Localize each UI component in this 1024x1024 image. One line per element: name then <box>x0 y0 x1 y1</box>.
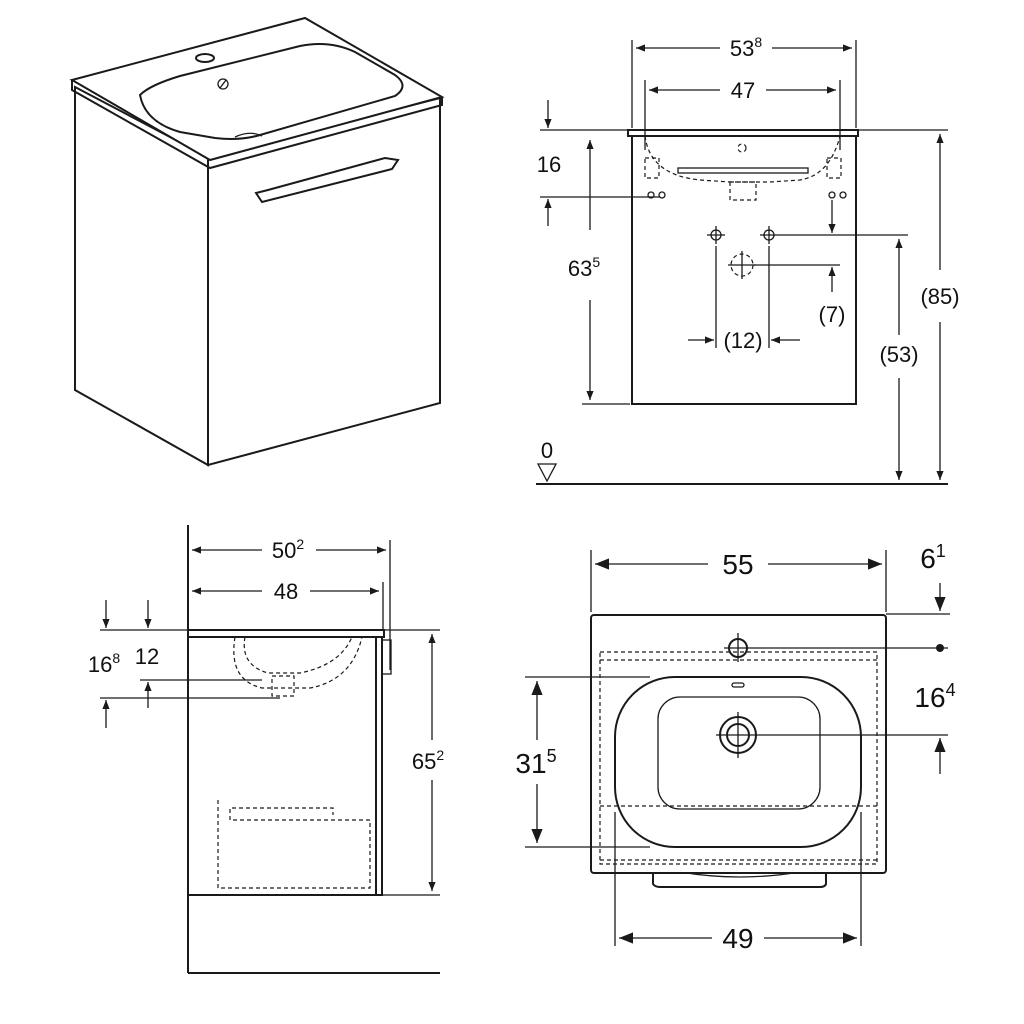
side-drawer-hidden <box>217 800 371 889</box>
top-handle <box>652 871 827 888</box>
side-bowl-hidden <box>233 636 363 689</box>
cabinet-front-face <box>207 96 441 467</box>
side-basin-top <box>187 629 385 638</box>
front-total-height-dim: (85) <box>920 284 959 309</box>
front-outlet-offset-dim: (7) <box>819 302 846 327</box>
floor-label: 0 <box>541 438 553 463</box>
side-depth-outer-dim: 502 <box>272 536 304 563</box>
side-view: 502 48 168 12 652 <box>88 525 444 974</box>
top-bowl-depth-dim: 315 <box>515 746 556 779</box>
top-width-dim: 55 <box>722 549 753 580</box>
waste-outlet <box>728 251 756 279</box>
fixing-hole-left <box>707 226 725 244</box>
front-bowl-depth-dim: 16 <box>537 152 561 177</box>
side-bowl-depth-outer-dim: 168 <box>88 650 120 677</box>
front-cabinet <box>631 135 857 405</box>
top-drain-offset-dim: 164 <box>914 680 955 713</box>
top-bowl-inner <box>657 696 821 810</box>
top-overflow <box>731 682 745 688</box>
basin-rim-edge <box>71 80 443 170</box>
front-width-outer-dim: 538 <box>730 34 762 61</box>
front-width-inner-dim: 47 <box>731 78 755 103</box>
floor-marker-icon <box>536 463 558 483</box>
fixing-hole-right <box>760 226 778 244</box>
basin-bowl <box>138 43 404 140</box>
perspective-view <box>69 16 445 467</box>
front-outlet-height-dim: (53) <box>879 342 918 367</box>
front-cabinet-height-dim: 635 <box>568 254 600 281</box>
top-bowl-width-dim: 49 <box>722 923 753 954</box>
top-cabinet-hidden <box>599 651 878 865</box>
side-drawer-front <box>375 636 383 896</box>
drain-outlet <box>217 78 229 90</box>
top-bowl-outer <box>614 676 862 848</box>
front-hole-spacing-dim: (12) <box>723 328 762 353</box>
top-view: 55 61 164 315 49 <box>515 541 955 954</box>
drawer-handle <box>254 156 400 204</box>
side-bowl-depth-inner-dim: 12 <box>135 644 159 669</box>
top-tap-hole <box>724 633 752 662</box>
top-drain <box>716 712 760 758</box>
front-view: 0 538 47 16 635 (85) (53) <box>536 34 960 485</box>
side-depth-inner-dim: 48 <box>274 579 298 604</box>
side-height-dim: 652 <box>412 747 444 774</box>
overflow-slot <box>234 132 263 138</box>
tap-hole <box>195 53 215 63</box>
top-tap-offset-dim: 61 <box>920 541 946 574</box>
side-handle <box>381 639 392 675</box>
